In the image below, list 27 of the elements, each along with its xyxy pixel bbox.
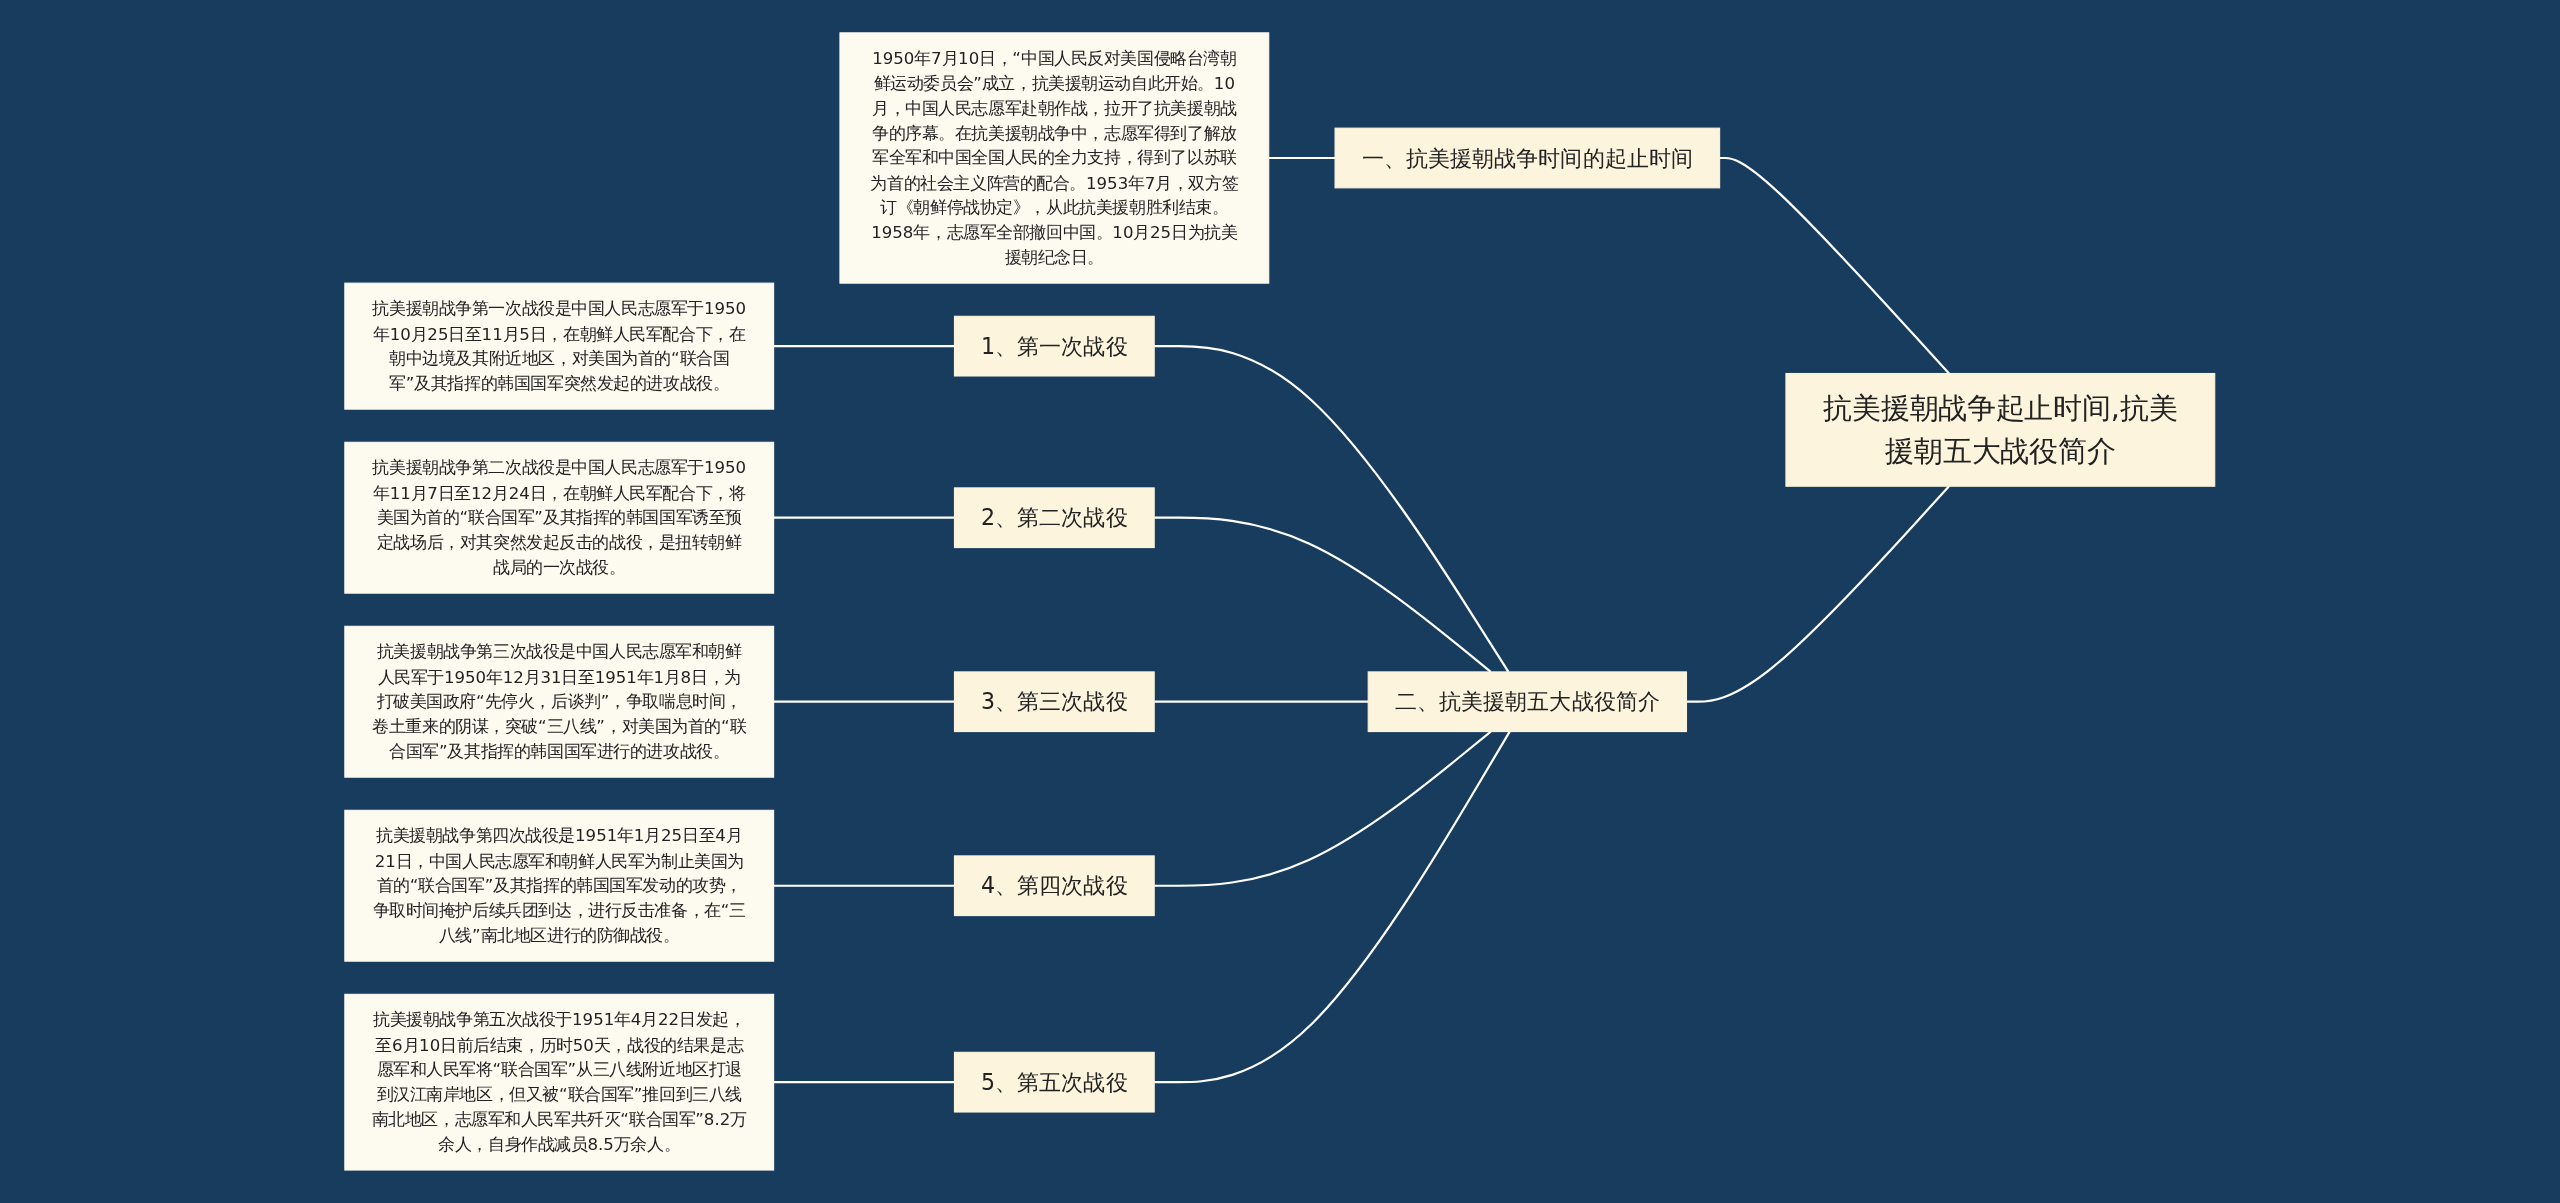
node-box: 抗美援朝战争第五次战役于1951年4月22日发起，至6月10日前后结束，历时50天，战役的结果是志愿军和人民军将“联合国军”从三八线附近地区打退到汉江南岸地区，但又被“联合国军”推回到三八线南北地区，志愿军和人民军共歼灭“联合国军”8.2万余人，自身作战减员8.5万余人。 <box>344 993 775 1171</box>
connector <box>1154 730 1492 887</box>
connector <box>773 516 955 519</box>
node-box: 抗美援朝战争起止时间,抗美援朝五大战役简介 <box>1785 373 2216 487</box>
node-box: 5、第五次战役 <box>954 1051 1155 1113</box>
node-box: 抗美援朝战争第四次战役是1951年1月25日至4月21日，中国人民志愿军和朝鲜人民军为制止美国为首的“联合国军”及其指挥的韩国国军发动的攻势，争取时间掩护后续兵团到达，进行反击准备，在“三八线”南北地区进行的防御战役。 <box>344 809 775 962</box>
connector <box>773 345 955 348</box>
connector <box>1154 700 1369 703</box>
connector <box>1154 345 1510 673</box>
node-box: 1950年7月10日，“中国人民反对美国侵略台湾朝鲜运动委员会”成立，抗美援朝运动自此开始。10月，中国人民志愿军赴朝作战，拉开了抗美援朝战争的序幕。在抗美援朝战争中，志愿军得到了解放军全军和中国全国人民的全力支持，得到了以苏联为首的社会主义阵营的配合。1953年7月，双方签订《朝鲜停战协定》，从此抗美援朝胜利结束。1958年，志愿军全部撤回中国。10月25日为抗美援朝纪念日。 <box>839 32 1270 284</box>
node-box: 抗美援朝战争第三次战役是中国人民志愿军和朝鲜人民军于1950年12月31日至1951年1月8日，为打破美国政府“先停火，后谈判”，争取喘息时间，卷土重来的阴谋，突破“三八线”，对美国为首的“联合国军”及其指挥的韩国国军进行的进攻战役。 <box>344 625 775 778</box>
node-box: 3、第三次战役 <box>954 671 1155 733</box>
connector <box>1154 731 1511 1084</box>
connector <box>773 884 955 887</box>
node-box: 2、第二次战役 <box>954 487 1155 549</box>
connector <box>1268 156 1336 160</box>
connector <box>773 700 955 703</box>
node-box: 4、第四次战役 <box>954 855 1155 917</box>
node-box: 抗美援朝战争第一次战役是中国人民志愿军于1950年10月25日至11月5日，在朝鲜人民军配合下，在朝中边境及其附近地区，对美国为首的“联合国军”及其指挥的韩国国军突然发起的进攻战役。 <box>344 282 775 410</box>
connector <box>1154 516 1492 673</box>
node-box: 二、抗美援朝五大战役简介 <box>1367 671 1688 733</box>
node-box: 一、抗美援朝战争时间的起止时间 <box>1334 127 1721 189</box>
connector <box>773 1081 955 1084</box>
connector <box>1686 485 1951 703</box>
connector <box>1719 156 1951 375</box>
node-box: 抗美援朝战争第二次战役是中国人民志愿军于1950年11月7日至12月24日，在朝鲜人民军配合下，将美国为首的“联合国军”及其指挥的韩国国军诱至预定战场后，对其突然发起反击的战役，是扭转朝鲜战局的一次战役。 <box>344 441 775 594</box>
node-box: 1、第一次战役 <box>954 315 1155 377</box>
